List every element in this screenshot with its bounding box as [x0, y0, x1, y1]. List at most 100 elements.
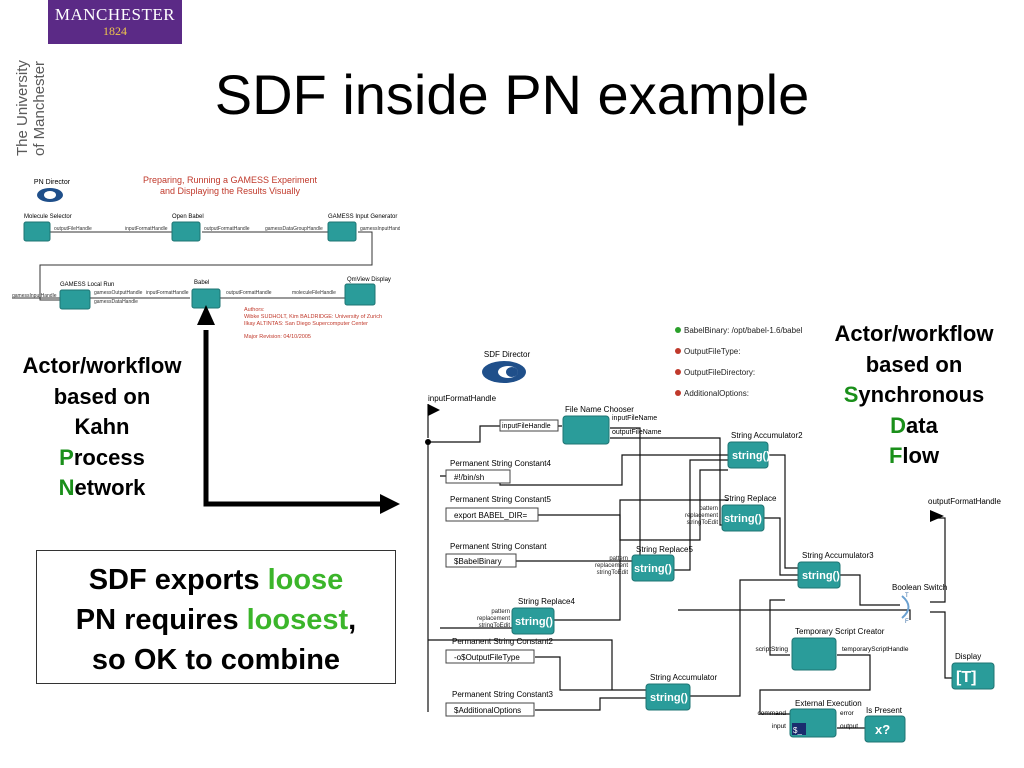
- accumulator-actor[interactable]: [645, 683, 691, 711]
- connector-arrow-path: [203, 330, 380, 507]
- summary-line2-text: PN requires: [75, 604, 247, 636]
- replace4-actor[interactable]: [511, 607, 555, 635]
- summary-line3: so OK to combine: [91, 644, 341, 676]
- sdf-caption-rest-ata: ata: [906, 412, 938, 438]
- replace-port-pattern: pattern: [699, 506, 718, 512]
- summary-line1: SDF exports loose: [37, 560, 395, 600]
- boolean-switch-label: Boolean Switch: [892, 583, 947, 592]
- pn-actor-label: Open Babel: [172, 214, 204, 220]
- boolean-switch-icon[interactable]: [901, 595, 910, 619]
- pn-director-icon: PN Director: [34, 179, 71, 202]
- is-present-icon: x?: [875, 722, 890, 737]
- external-exec-in1: command: [757, 710, 786, 717]
- pn-actor-qmview-display[interactable]: [344, 283, 376, 306]
- replace-actor[interactable]: [721, 504, 765, 532]
- replace5-port-pattern: pattern: [609, 556, 628, 562]
- pn-caption-line3: Kahn: [74, 414, 130, 439]
- external-exec-out2: output: [840, 723, 858, 730]
- pn-actor-gamess-input[interactable]: [327, 221, 357, 242]
- sdf-director-label: SDF Director: [484, 350, 531, 359]
- pn-port-label: gamessDataHandle: [94, 299, 138, 305]
- pn-caption-line1: Actor/workflow: [22, 353, 182, 378]
- summary-loosest: loosest: [246, 604, 349, 636]
- accumulator2-icon-text: string(): [732, 450, 770, 462]
- pn-caption-accent-p: P: [59, 444, 74, 470]
- constant2-box[interactable]: [445, 649, 535, 664]
- file-name-chooser-in: inputFileHandle: [502, 423, 551, 430]
- sdf-param-outputfiletype: OutputFileType:: [684, 347, 740, 356]
- pn-heading2: and Displaying the Results Visually: [160, 186, 300, 196]
- temp-script-actor[interactable]: [791, 637, 837, 671]
- sdf-output-port-icon[interactable]: [930, 510, 944, 522]
- display-label: Display: [955, 652, 981, 661]
- logo-wordmark: MANCHESTER: [54, 5, 176, 24]
- arrowhead-right: [380, 494, 400, 514]
- pn-authors-line2: Ilkay ALTINTAS: San Diego Supercomputer …: [244, 321, 368, 327]
- pn-authors-line1: Wibke SUDHOLT, Kim BALDRIDGE: University…: [244, 314, 382, 320]
- accumulator3-actor[interactable]: [797, 561, 841, 589]
- external-exec-in2: input: [772, 723, 786, 730]
- file-name-chooser-actor[interactable]: [562, 415, 610, 445]
- pn-port-label: outputFormatHandle: [226, 290, 272, 296]
- switch-port-f: F: [905, 619, 909, 625]
- constant3-box[interactable]: [445, 702, 535, 717]
- sdf-caption-line4: Data: [816, 411, 1012, 442]
- replace4-port-stringtoedit: stringToEdit: [479, 623, 511, 629]
- logo-year: 1824: [103, 24, 127, 38]
- slide-title: SDF inside PN example: [214, 63, 810, 126]
- replace4-port-replacement: replacement: [477, 616, 510, 622]
- sdf-param-babelbinary: BabelBinary: /opt/babel-1.6/babel: [684, 326, 803, 335]
- external-exec-label: External Execution: [795, 699, 862, 708]
- constant-box[interactable]: [445, 553, 517, 568]
- constant3-value: $AdditionalOptions: [454, 706, 521, 715]
- is-present-actor[interactable]: [864, 715, 906, 743]
- sdf-caption-accent-f: F: [888, 443, 903, 468]
- sdf-caption-line5: Flow: [816, 441, 1012, 472]
- accumulator-label: String Accumulator: [650, 673, 717, 682]
- pn-actor-label: GAMESS Input Generator: [328, 214, 397, 220]
- pn-caption-rest-rocess: rocess: [73, 444, 145, 470]
- pn-actor-label: QmView Display: [347, 277, 391, 283]
- summary-box: SDF exports loose PN requires loosest, s…: [36, 550, 396, 684]
- pn-caption-accent-n: N: [58, 475, 75, 500]
- pn-actor-open-babel[interactable]: [171, 221, 201, 242]
- sdf-caption-rest-ynchronous: ynchronous: [858, 382, 985, 407]
- replace5-actor[interactable]: [631, 554, 675, 582]
- pn-port-label: gamessDataGroupHandle: [265, 226, 323, 232]
- replace5-label: String Replace5: [636, 545, 693, 554]
- arrowhead-up: [197, 305, 215, 325]
- replace-icon-text: string(): [724, 513, 762, 525]
- replace-port-stringtoedit: stringToEdit: [687, 520, 719, 526]
- sdf-caption-line3: Synchronous: [816, 380, 1012, 411]
- pn-port-label: inputFormatHandle: [125, 226, 168, 232]
- pn-caption: Actor/workflow based on Kahn Process Net…: [6, 351, 198, 504]
- sdf-caption-accent-s: S: [843, 382, 859, 407]
- temp-script-in: scriptString: [755, 646, 788, 653]
- pn-port-label: gamessOutputHandle: [94, 290, 143, 296]
- sdf-caption-line2: based on: [865, 351, 963, 377]
- temp-script-label: Temporary Script Creator: [795, 627, 885, 636]
- pn-port-label: outputFileHandle: [54, 226, 92, 232]
- is-present-label: Is Present: [866, 706, 903, 715]
- constant4-box[interactable]: [445, 469, 511, 484]
- pn-actor-gamess-local-run[interactable]: [59, 289, 91, 310]
- constant3-label: Permanent String Constant3: [452, 690, 553, 699]
- pn-actor-molecule-selector[interactable]: [23, 221, 51, 242]
- accumulator2-label: String Accumulator2: [731, 431, 803, 440]
- constant-label: Permanent String Constant: [450, 542, 547, 551]
- replace5-port-replacement: replacement: [595, 563, 628, 569]
- display-actor[interactable]: [951, 662, 995, 690]
- replace4-label: String Replace4: [518, 597, 575, 606]
- pn-heading1: Preparing, Running a GAMESS Experiment: [143, 175, 318, 185]
- file-name-chooser-out2: outputFileName: [612, 429, 662, 436]
- external-exec-out1: error: [840, 710, 855, 717]
- sdf-param-additionaloptions: AdditionalOptions:: [684, 389, 749, 398]
- sdf-input-port-icon[interactable]: [428, 404, 440, 416]
- constant5-box[interactable]: [445, 507, 539, 522]
- sdf-caption-line1: Actor/workflow: [834, 321, 994, 346]
- constant5-value: export BABEL_DIR=: [454, 511, 527, 520]
- accumulator2-actor[interactable]: [727, 441, 769, 469]
- replace-port-replacement: replacement: [685, 513, 718, 519]
